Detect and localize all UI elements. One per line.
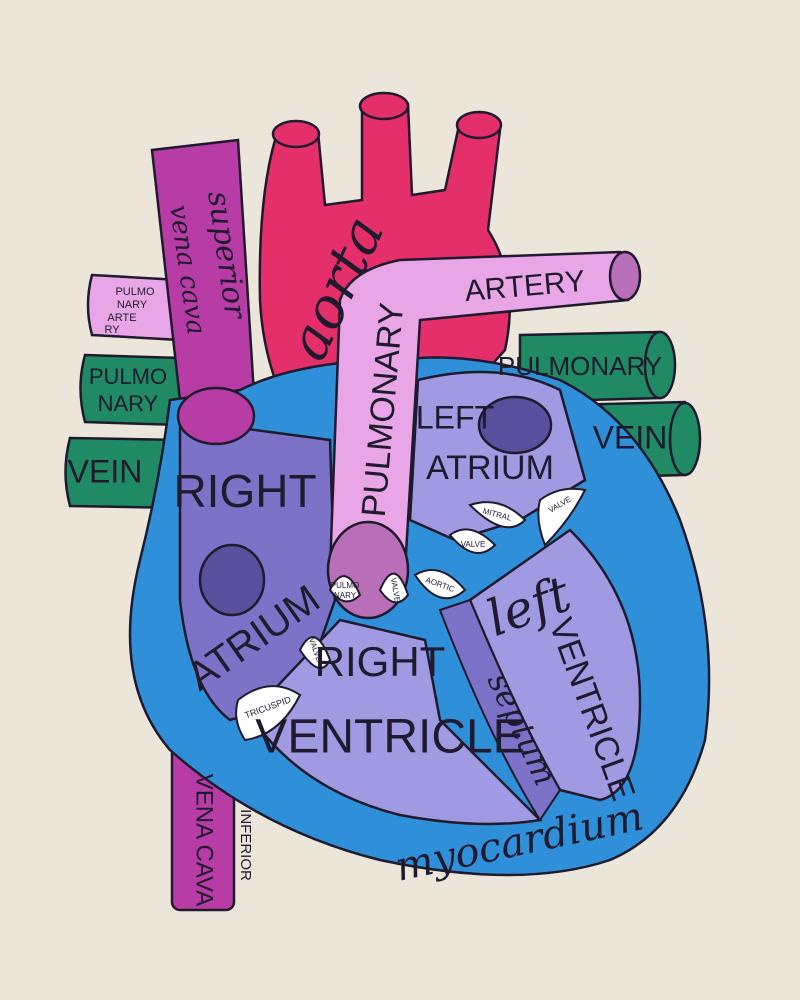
small-pulmonary-artery-label-4: RY <box>104 324 120 336</box>
small-pulmonary-artery-label-3: ARTE <box>107 312 136 324</box>
right-ventricle-label-1: RIGHT <box>315 638 446 685</box>
left-atrium-label-2: ATRIUM <box>426 449 554 487</box>
right-ventricle-label-2: VENTRICLE <box>255 711 524 764</box>
aortic-valve <box>413 528 497 600</box>
inferior-vena-cava-label-1: INFERIOR <box>237 809 254 881</box>
left-pulmonary-artery <box>86 273 182 342</box>
aortic-valve-label-2: VALVE <box>461 540 486 549</box>
right-atrium-label-1: RIGHT <box>173 465 316 517</box>
mitral-valve <box>468 487 587 547</box>
right-pulmonary-vein-label-1: PULMONARY <box>498 351 662 381</box>
pulmonary-valve-label-1: PULMO <box>331 581 359 590</box>
right-pulmonary-vein-label-2: VEIN <box>593 419 668 455</box>
pulmonary-valve-label-2: NARY <box>334 591 357 600</box>
septum <box>438 598 562 822</box>
left-pulmonary-vein-label-2: NARY <box>98 391 159 416</box>
left-pulmonary-vein-label-3: VEIN <box>68 453 143 489</box>
pulmonary-valve <box>328 572 410 604</box>
small-pulmonary-artery-label-1: PULMO <box>115 286 155 298</box>
small-pulmonary-artery-label-2: NARY <box>117 299 148 311</box>
tricuspid-valve <box>235 636 332 742</box>
left-pulmonary-vein-label-1: PULMO <box>89 364 167 389</box>
left-atrium-label-1: LEFT <box>416 399 494 435</box>
inferior-vena-cava-label-2: VENA CAVA <box>191 774 218 907</box>
left-pulmonary-veins <box>64 353 182 510</box>
right-ventricle <box>248 618 543 826</box>
pulmonary-valve-label-3: VALVE <box>389 577 402 603</box>
